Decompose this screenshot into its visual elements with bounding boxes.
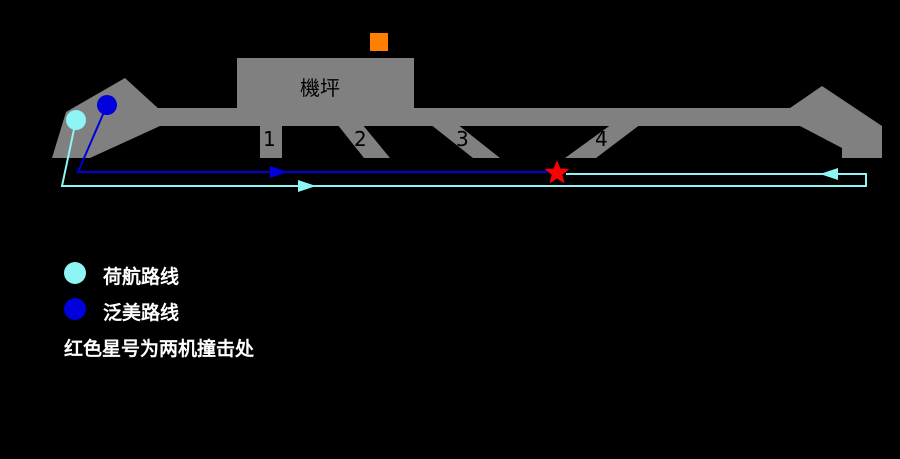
left-runway-end xyxy=(52,78,160,158)
klm-legend-icon xyxy=(64,262,86,284)
apron-label: 機坪 xyxy=(300,76,340,100)
square-icon xyxy=(370,33,388,51)
klm-route xyxy=(60,110,867,192)
klm-route-line xyxy=(60,119,867,187)
exit-taxiway-1 xyxy=(260,120,282,158)
star-icon xyxy=(544,160,570,184)
klm-start-dot xyxy=(66,110,86,130)
arrow-icon xyxy=(270,166,288,178)
airport-structure xyxy=(52,58,882,158)
klm-legend-label: 荷航路线 xyxy=(103,266,180,288)
exit-label-2: 2 xyxy=(354,127,367,151)
exit-taxiway-4 xyxy=(565,124,641,158)
exit-label-3: 3 xyxy=(456,127,469,151)
panam-start-dot xyxy=(97,95,117,115)
arrow-icon xyxy=(298,180,316,192)
panam-route xyxy=(76,95,548,178)
arrow-icon xyxy=(820,168,838,180)
exit-label-1: 1 xyxy=(263,127,276,151)
panam-legend-label: 泛美路线 xyxy=(103,302,180,324)
exit-taxiway-2 xyxy=(337,124,390,158)
exit-taxiway-3 xyxy=(430,124,500,158)
apron xyxy=(237,58,414,110)
right-runway-end xyxy=(790,86,882,158)
collision-note: 红色星号为两机撞击处 xyxy=(64,338,255,360)
main-taxiway xyxy=(150,108,800,126)
exit-label-4: 4 xyxy=(595,127,608,151)
panam-route-line xyxy=(76,104,548,173)
panam-legend-icon xyxy=(64,298,86,320)
